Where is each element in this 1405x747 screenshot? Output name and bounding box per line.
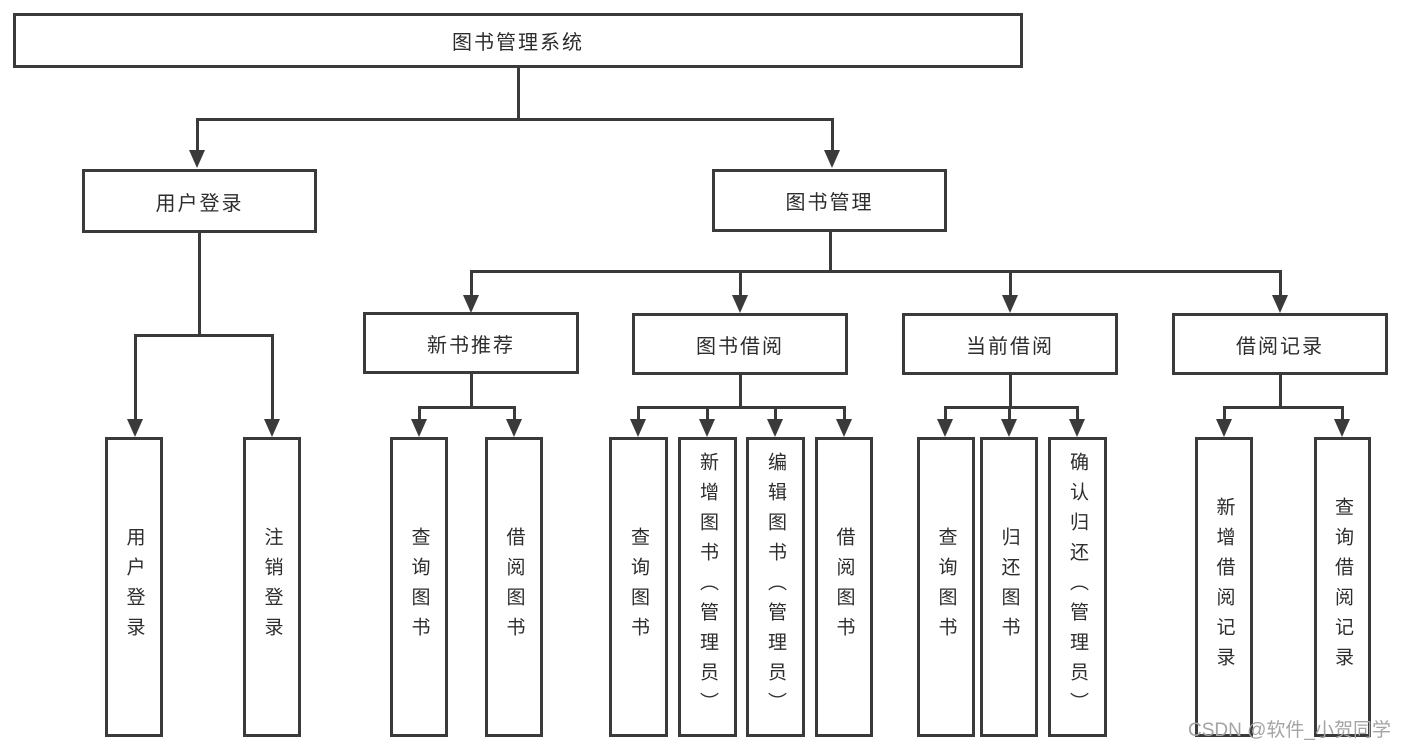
leaf-add-book-admin: 新增图书（管理员） — [678, 437, 737, 737]
leaf-query-books-borrowing: 查询图书 — [609, 437, 668, 737]
leaf-label: 查询图书 — [628, 527, 649, 647]
connector-line — [1279, 375, 1282, 408]
arrow-down-icon — [1069, 419, 1085, 437]
connector-line — [196, 118, 199, 152]
connector-line — [944, 406, 947, 422]
leaf-logout: 注销登录 — [243, 437, 301, 737]
arrow-down-icon — [732, 295, 748, 313]
arrow-down-icon — [1002, 295, 1018, 313]
connector-line — [1223, 406, 1226, 422]
leaf-label: 编辑图书（管理员） — [765, 452, 786, 722]
leaf-user-login: 用户登录 — [105, 437, 163, 737]
connector-line — [418, 406, 421, 422]
arrow-down-icon — [127, 419, 143, 437]
connector-line — [637, 406, 845, 409]
node-book-management: 图书管理 — [712, 169, 947, 232]
arrow-down-icon — [506, 419, 522, 437]
arrow-down-icon — [824, 150, 840, 168]
node-label: 当前借阅 — [966, 335, 1054, 358]
connector-line — [637, 406, 640, 422]
arrow-down-icon — [630, 419, 646, 437]
connector-line — [198, 233, 201, 337]
arrow-down-icon — [1001, 419, 1017, 437]
arrow-down-icon — [1216, 419, 1232, 437]
watermark: CSDN @软件_小贺同学 — [1188, 720, 1391, 741]
connector-line — [513, 406, 516, 422]
connector-line — [829, 232, 832, 272]
connector-line — [843, 406, 846, 422]
leaf-edit-book-admin: 编辑图书（管理员） — [746, 437, 805, 737]
leaf-borrow-books-borrowing: 借阅图书 — [815, 437, 873, 737]
connector-line — [1008, 406, 1011, 422]
arrow-down-icon — [767, 419, 783, 437]
node-book-management-system: 图书管理系统 — [13, 13, 1023, 68]
leaf-query-borrow-record: 查询借阅记录 — [1314, 437, 1371, 737]
connector-line — [739, 270, 742, 298]
leaf-query-books-current: 查询图书 — [917, 437, 975, 737]
connector-line — [1009, 375, 1012, 408]
connector-line — [134, 334, 274, 337]
leaf-label: 用户登录 — [123, 527, 145, 647]
connector-line — [470, 270, 1280, 273]
leaf-query-books-recommend: 查询图书 — [390, 437, 448, 737]
node-label: 新书推荐 — [427, 334, 515, 357]
connector-line — [739, 375, 742, 408]
leaf-label: 查询图书 — [408, 527, 430, 647]
connector-line — [1341, 406, 1344, 422]
node-label: 图书借阅 — [696, 335, 784, 358]
arrow-down-icon — [463, 295, 479, 313]
node-label: 借阅记录 — [1236, 335, 1324, 358]
arrow-down-icon — [189, 150, 205, 168]
arrow-down-icon — [264, 419, 280, 437]
node-borrowing-records: 借阅记录 — [1172, 313, 1388, 375]
leaf-label: 新增借阅记录 — [1213, 497, 1235, 677]
leaf-confirm-return-admin: 确认归还（管理员） — [1048, 437, 1107, 737]
leaf-borrow-books-recommend: 借阅图书 — [485, 437, 543, 737]
connector-line — [706, 406, 709, 422]
leaf-label: 注销登录 — [261, 527, 283, 647]
connector-line — [774, 406, 777, 422]
connector-line — [470, 270, 473, 298]
leaf-label: 确认归还（管理员） — [1067, 452, 1088, 722]
connector-line — [196, 118, 834, 121]
connector-line — [944, 406, 1079, 409]
leaf-label: 查询借阅记录 — [1332, 497, 1353, 677]
node-label: 图书管理系统 — [452, 32, 584, 54]
connector-line — [1279, 270, 1282, 298]
connector-line — [517, 68, 520, 120]
node-current-borrowing: 当前借阅 — [902, 313, 1118, 375]
connector-line — [1223, 406, 1343, 409]
connector-line — [134, 334, 137, 422]
leaf-label: 查询图书 — [935, 527, 957, 647]
connector-line — [418, 406, 516, 409]
arrow-down-icon — [836, 419, 852, 437]
leaf-return-book: 归还图书 — [980, 437, 1038, 737]
arrow-down-icon — [699, 419, 715, 437]
leaf-label: 新增图书（管理员） — [697, 452, 718, 722]
connector-line — [1076, 406, 1079, 422]
arrow-down-icon — [411, 419, 427, 437]
leaf-label: 借阅图书 — [833, 527, 855, 647]
connector-line — [1009, 270, 1012, 298]
leaf-label: 归还图书 — [998, 527, 1020, 647]
arrow-down-icon — [937, 419, 953, 437]
node-book-borrowing: 图书借阅 — [632, 313, 848, 375]
node-new-book-recommendation: 新书推荐 — [363, 312, 579, 374]
node-user-login: 用户登录 — [82, 169, 317, 233]
arrow-down-icon — [1334, 419, 1350, 437]
connector-line — [831, 118, 834, 152]
arrow-down-icon — [1272, 295, 1288, 313]
node-label: 用户登录 — [155, 192, 244, 215]
connector-line — [470, 374, 473, 408]
connector-line — [271, 334, 274, 422]
leaf-label: 借阅图书 — [503, 527, 525, 647]
node-label: 图书管理 — [785, 192, 874, 214]
leaf-add-borrow-record: 新增借阅记录 — [1195, 437, 1253, 737]
